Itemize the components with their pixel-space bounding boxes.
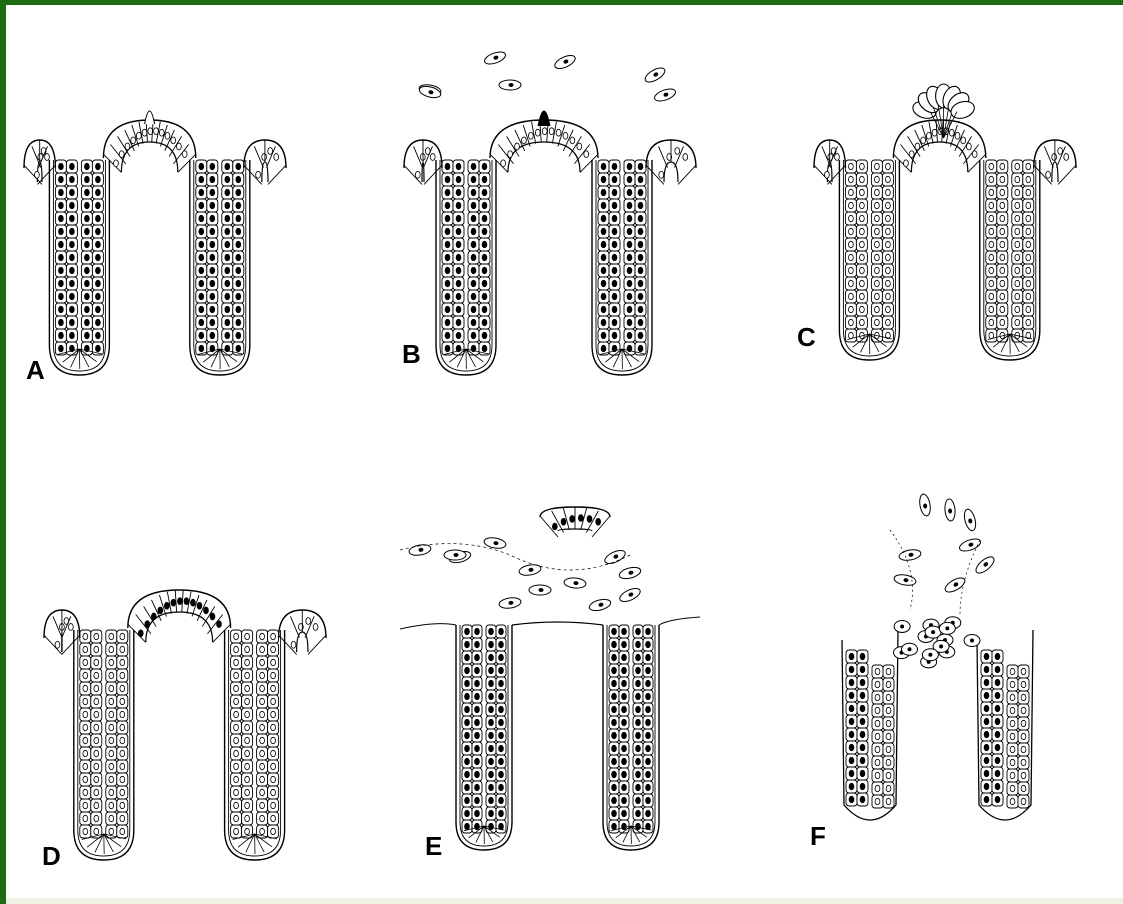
villus-shape [24,111,286,375]
panel-b-diagram [400,40,700,385]
villus-shape [842,493,1033,820]
panel-e-diagram [400,495,700,860]
panel-c-diagram [810,40,1080,370]
villus-shape [400,507,700,850]
villus-shape [814,84,1076,360]
panel-f-label: F [810,823,826,849]
panel-d-label: D [42,843,61,869]
villus-shape [44,590,326,860]
panel-a-label: A [26,357,45,383]
panel-e-label: E [425,833,442,859]
panel-d-diagram [40,570,330,870]
panel-a-diagram [20,80,290,385]
villus-shape [404,50,696,375]
panel-c-label: C [797,324,816,350]
panel-f-diagram [810,490,1070,855]
bottom-strip [6,898,1123,904]
panel-b-label: B [402,341,421,367]
